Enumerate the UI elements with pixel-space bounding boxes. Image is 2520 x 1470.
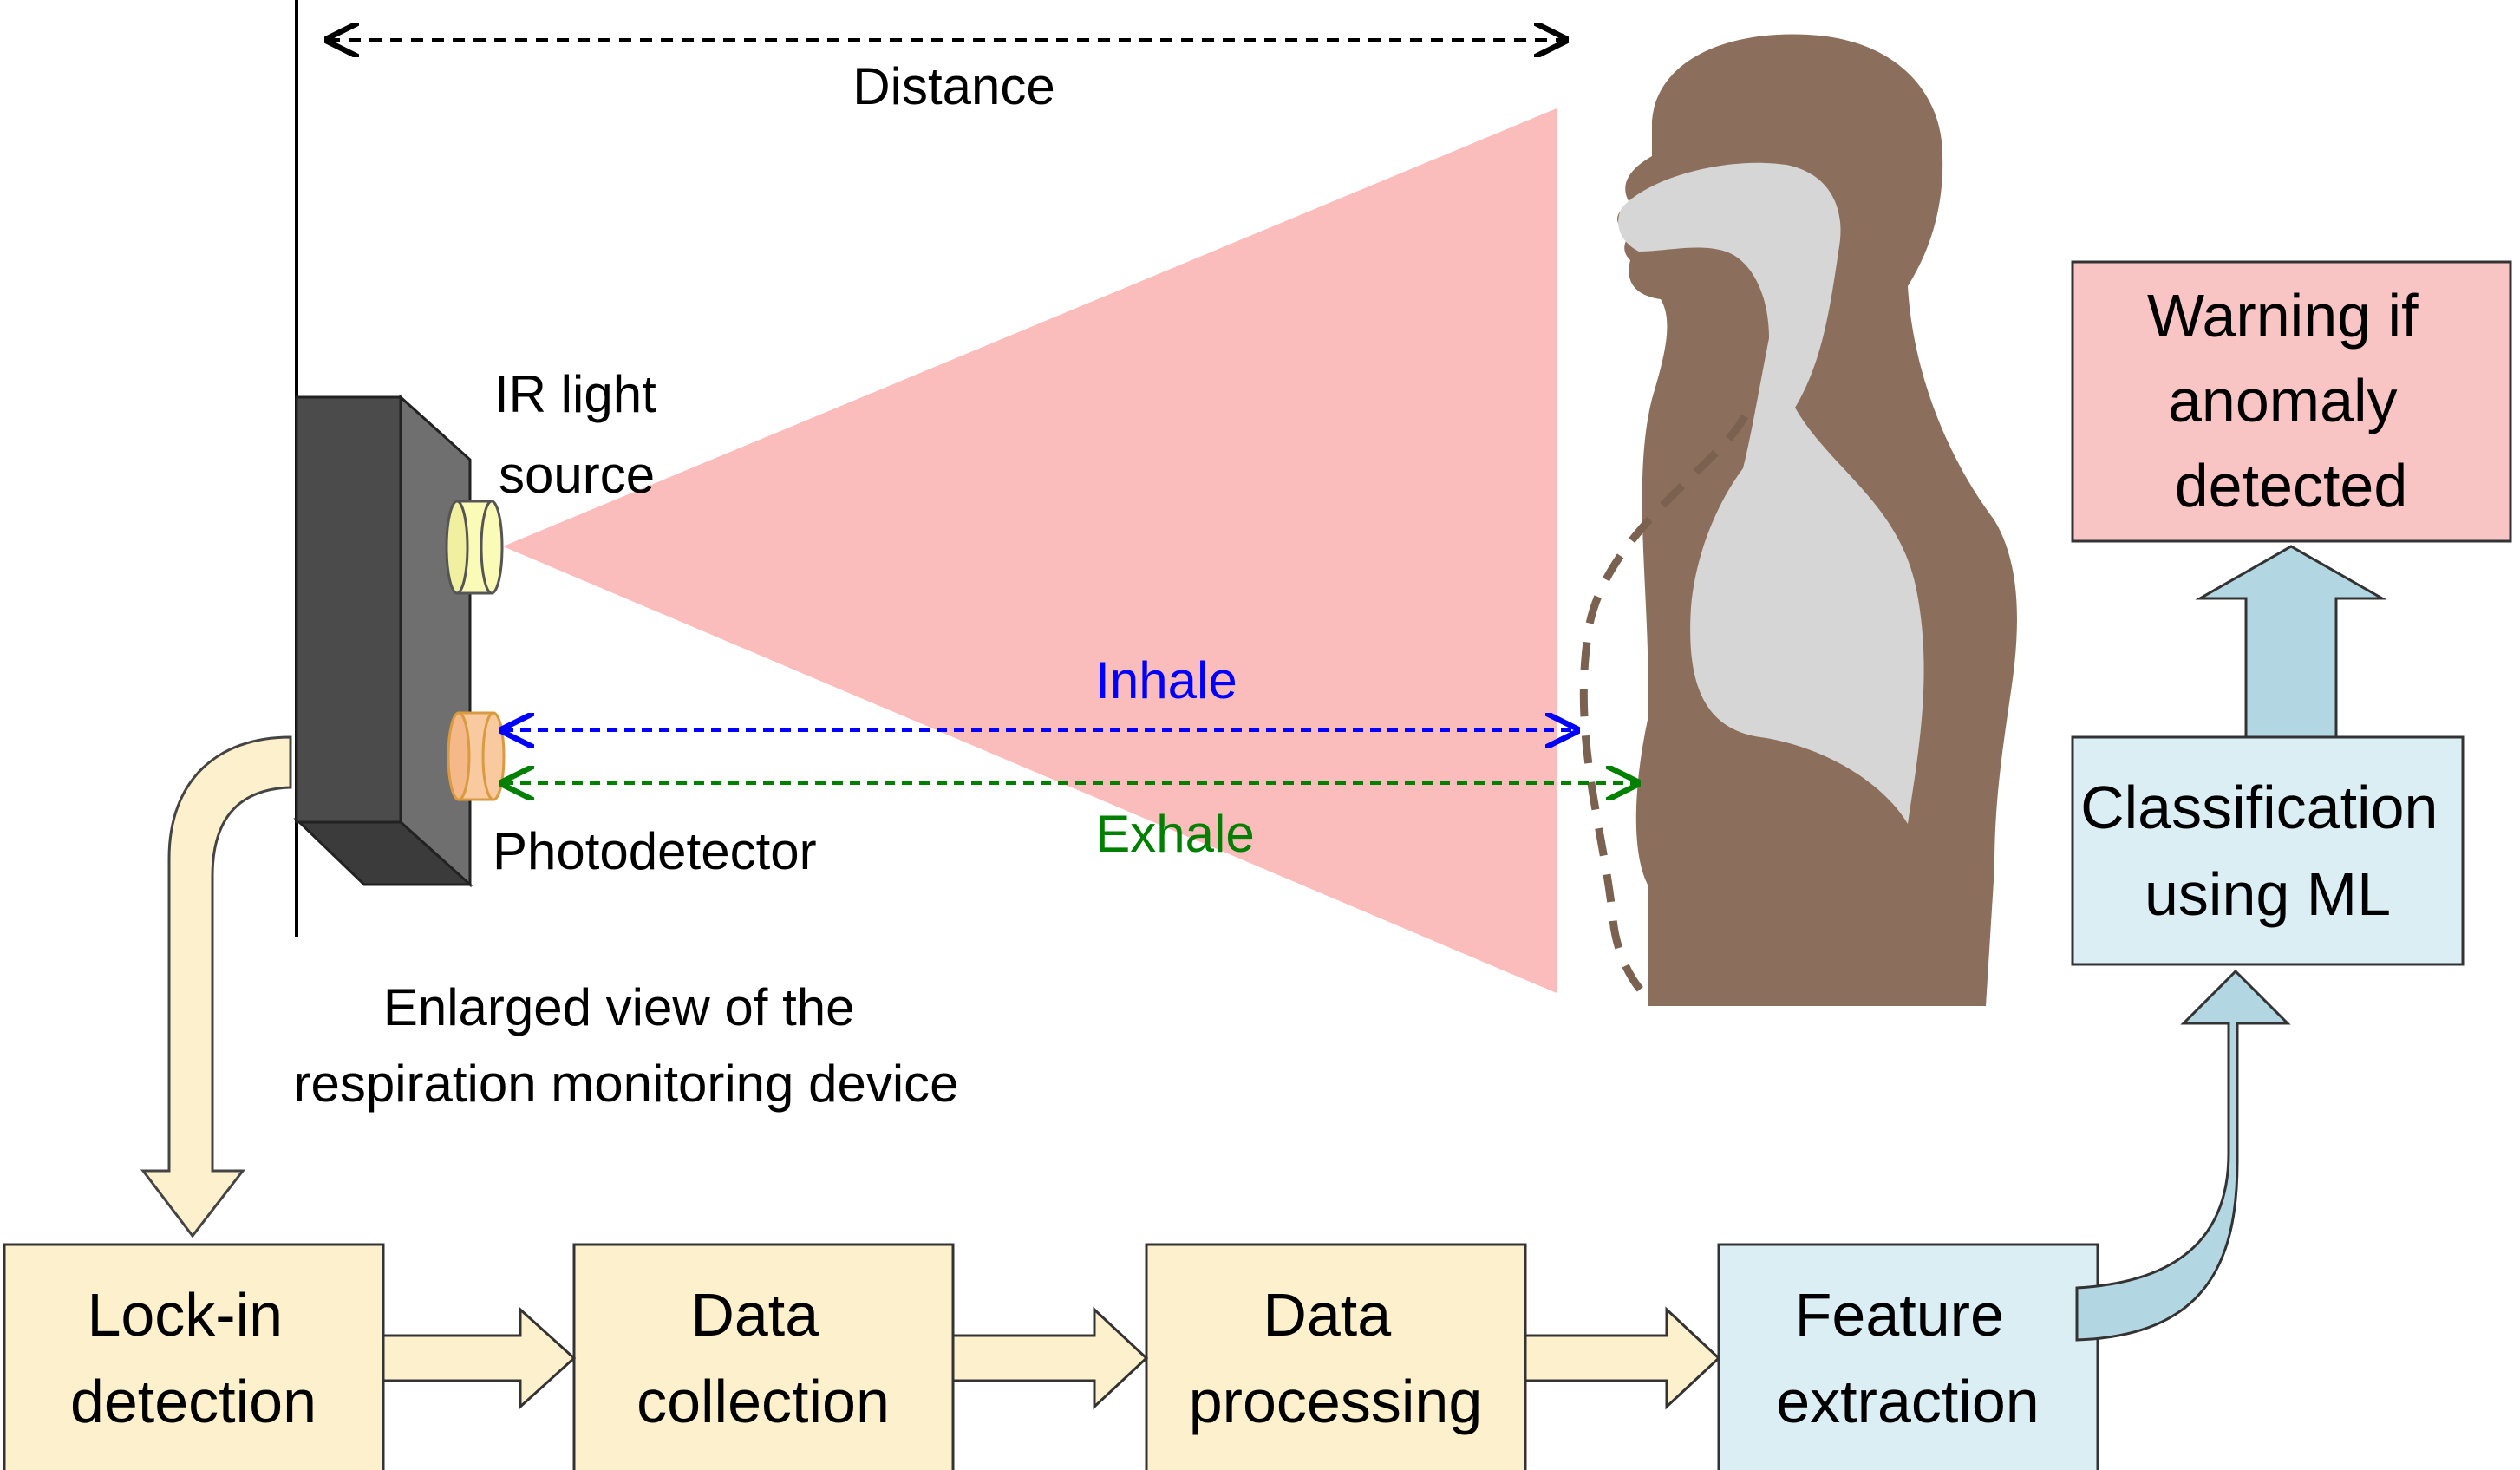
lockin-detection-box — [3, 1243, 385, 1470]
enlarged-view-caption: Enlarged view of the respiration monitor… — [293, 978, 958, 1113]
feature-to-classification-arrow — [2075, 969, 2291, 1342]
respiration-monitoring-device — [293, 394, 473, 888]
lockin-to-collection-arrow — [382, 1306, 577, 1410]
chest-expansion-outline — [1579, 414, 1748, 996]
ir-light-source-label: IR light source — [494, 365, 670, 504]
warning-label: Warning if anomaly detected — [2147, 282, 2435, 519]
distance-label: Distance — [852, 57, 1054, 115]
feature-extraction-box — [1717, 1243, 2099, 1470]
person-silhouette — [1617, 34, 2017, 1006]
classification-box — [2071, 735, 2465, 966]
device-to-lockin-arrow — [140, 735, 292, 1238]
photodetector-icon — [447, 711, 506, 801]
classification-to-warning-arrow — [2195, 545, 2387, 739]
classification-label: Classification using ML — [2080, 774, 2455, 928]
data-processing-box — [1145, 1243, 1527, 1470]
feature-extraction-label: Feature extraction — [1776, 1281, 2039, 1435]
data-collection-box — [572, 1243, 955, 1470]
collection-to-processing-arrow — [951, 1306, 1149, 1410]
photodetector-label: Photodetector — [493, 822, 817, 880]
exhale-label: Exhale — [1095, 805, 1254, 863]
lockin-detection-label: Lock-in detection — [70, 1281, 317, 1435]
processing-to-feature-arrow — [1524, 1306, 1721, 1410]
ir-light-source-icon — [445, 500, 504, 595]
inhale-label: Inhale — [1095, 651, 1237, 709]
data-collection-label: Data collection — [637, 1281, 890, 1435]
warning-box — [2071, 260, 2512, 543]
data-processing-label: Data processing — [1189, 1281, 1483, 1435]
